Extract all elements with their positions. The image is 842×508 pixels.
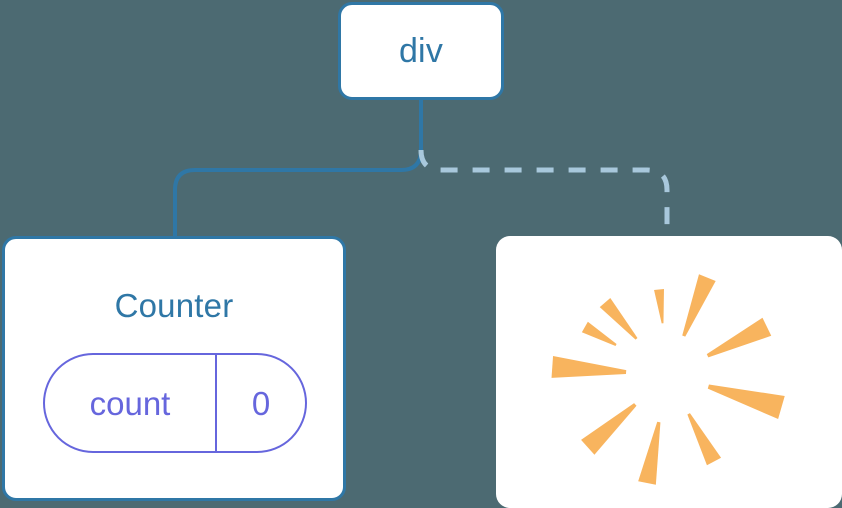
sparkle-burst-icon [551,274,785,485]
node-rerender[interactable] [496,236,842,508]
node-div[interactable]: div [338,2,504,100]
state-pill-key-label: count [89,384,171,422]
sparkle-ray-4 [581,403,637,455]
node-div-label: div [398,32,444,70]
sparkle-ray-1 [654,288,664,324]
state-pill-key-cell: count [45,355,217,451]
state-pill-count[interactable]: count 0 [43,353,307,453]
state-pill-value-label: 0 [251,384,271,422]
sparkle-ray-0 [682,274,716,337]
edge-div-to-counter [173,99,423,238]
edge-div-to-rerender [418,149,670,238]
sparkle-ray-2 [599,297,638,340]
sparkle-ray-9 [581,321,617,346]
state-pill-value-cell: 0 [217,355,305,451]
sparkle-ray-3 [551,355,627,378]
sparkle-ray-8 [706,317,772,358]
sparkle-ray-6 [687,413,722,466]
sparkle-ray-5 [638,421,661,485]
node-counter-label: Counter [114,287,234,324]
sparkle-ray-7 [707,384,785,420]
